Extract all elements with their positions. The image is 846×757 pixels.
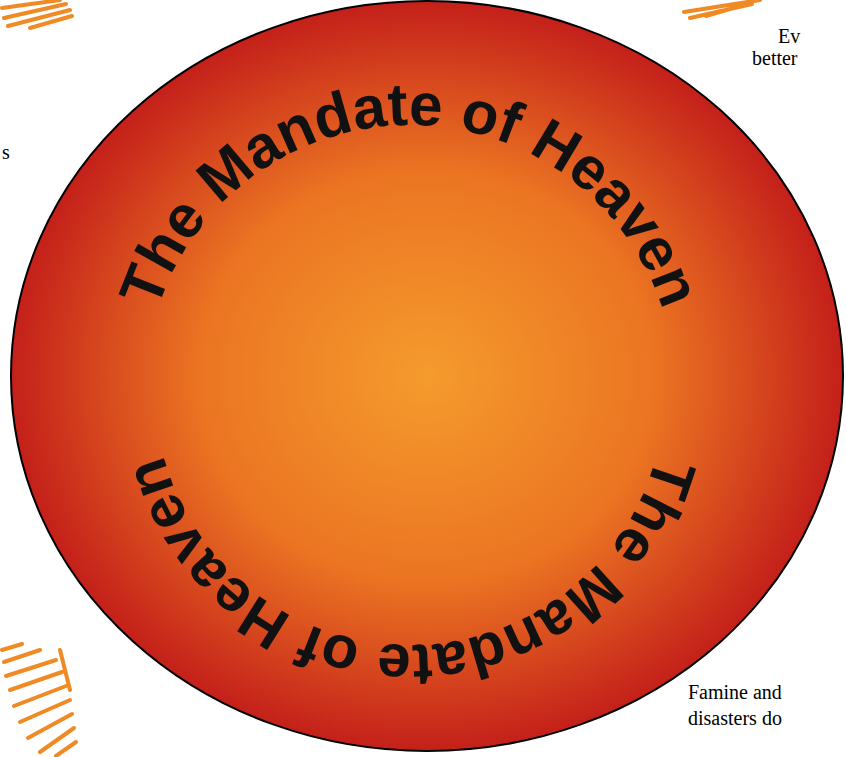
- edge-text-fragment: disasters do: [688, 706, 782, 730]
- mandate-circle: The Mandate of HeavenThe Mandate of Heav…: [10, 0, 844, 752]
- edge-text-fragment: s: [2, 140, 10, 164]
- edge-text-fragment: Ev: [778, 24, 800, 48]
- edge-text-fragment: better: [752, 46, 798, 70]
- edge-text-fragment: Famine and: [688, 680, 782, 704]
- scribble-arrow: [2, 0, 72, 28]
- curved-title: The Mandate of Heaven: [112, 451, 709, 700]
- circle-outline: [11, 1, 843, 751]
- scribble-arrow: [2, 644, 76, 756]
- scribble-arrow: [684, 0, 760, 18]
- curved-text-layer: The Mandate of HeavenThe Mandate of Heav…: [10, 0, 844, 752]
- curved-title: The Mandate of Heaven: [106, 71, 713, 315]
